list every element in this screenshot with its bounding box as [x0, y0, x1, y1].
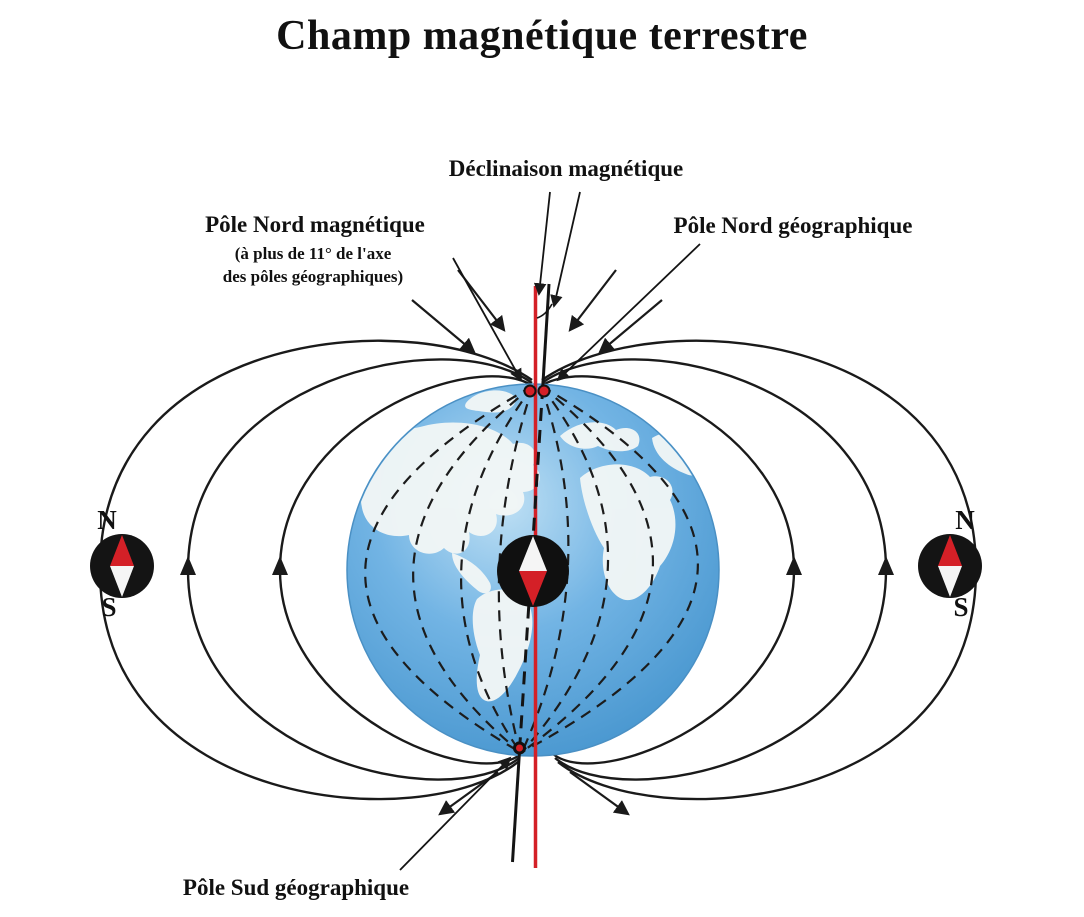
continent-south-america	[472, 589, 533, 702]
top-right-field-arrow	[598, 299, 663, 354]
note-north-magnetic-line2: des pôles géographiques)	[222, 267, 404, 286]
internal-field-lines	[364, 385, 699, 753]
internal-field-line	[521, 385, 610, 753]
label-leader-arrows	[399, 191, 701, 871]
right-compass-needle-white	[938, 566, 962, 597]
label-declination: Déclinaison magnétique	[448, 156, 684, 181]
south-geographic-leader	[399, 756, 512, 871]
label-north-geographic: Pôle Nord géographique	[673, 213, 913, 238]
internal-field-line	[520, 385, 570, 753]
top-left-field-arrow	[411, 299, 476, 354]
geographic-axis-top	[541, 283, 551, 387]
right-compass-needle-red	[938, 535, 962, 566]
declination-leader-right	[550, 191, 581, 308]
north-magnetic-leader	[452, 257, 522, 382]
declination-angle-arc	[536, 303, 553, 319]
south-geographic-pole-dot	[513, 741, 526, 755]
continent-europe	[560, 422, 640, 452]
page-title: Champ magnétique terrestre	[276, 13, 808, 59]
note-north-magnetic-line1: (à plus de 11° de l'axe	[234, 244, 392, 263]
continent-north-america	[360, 422, 540, 554]
north-geographic-pole-dot	[537, 384, 551, 398]
earth-globe	[346, 383, 720, 757]
bottom-right-field-arrow	[569, 771, 630, 816]
center-compass-needle-red	[519, 571, 547, 606]
internal-field-line	[521, 385, 699, 753]
pole-markers	[513, 384, 551, 755]
center-compass-needle-white	[519, 536, 547, 571]
right-compass-north-label: N	[955, 505, 975, 535]
left-compass-needle-white	[110, 566, 134, 597]
right-compass-south-label: S	[953, 592, 969, 622]
left-compass-needle-red	[110, 535, 134, 566]
left-compass	[90, 534, 154, 598]
north-geographic-leader	[556, 243, 701, 382]
loop-arrow-icon	[878, 556, 894, 575]
label-south-geographic: Pôle Sud géographique	[182, 875, 410, 900]
left-compass-north-label: N	[97, 505, 117, 535]
left-compass-south-label: S	[101, 592, 117, 622]
internal-field-line	[459, 385, 534, 753]
right-compass	[918, 534, 982, 598]
top-right-field-arrow	[568, 269, 617, 332]
declination-leader-left	[533, 191, 551, 296]
loop-arrow-icon	[786, 556, 802, 575]
continent-africa	[580, 464, 676, 601]
center-compass	[497, 535, 569, 607]
north-magnetic-pole-dot	[523, 384, 537, 398]
globe-continents	[360, 390, 708, 702]
geographic-axis-bottom	[511, 739, 522, 863]
loop-arrow-icon	[180, 556, 196, 575]
loop-arrow-icon	[272, 556, 288, 575]
field-direction-arrowheads	[180, 556, 894, 575]
polar-field-arrows	[411, 269, 663, 816]
label-north-magnetic: Pôle Nord magnétique	[205, 212, 425, 237]
continent-greenland	[465, 390, 516, 413]
